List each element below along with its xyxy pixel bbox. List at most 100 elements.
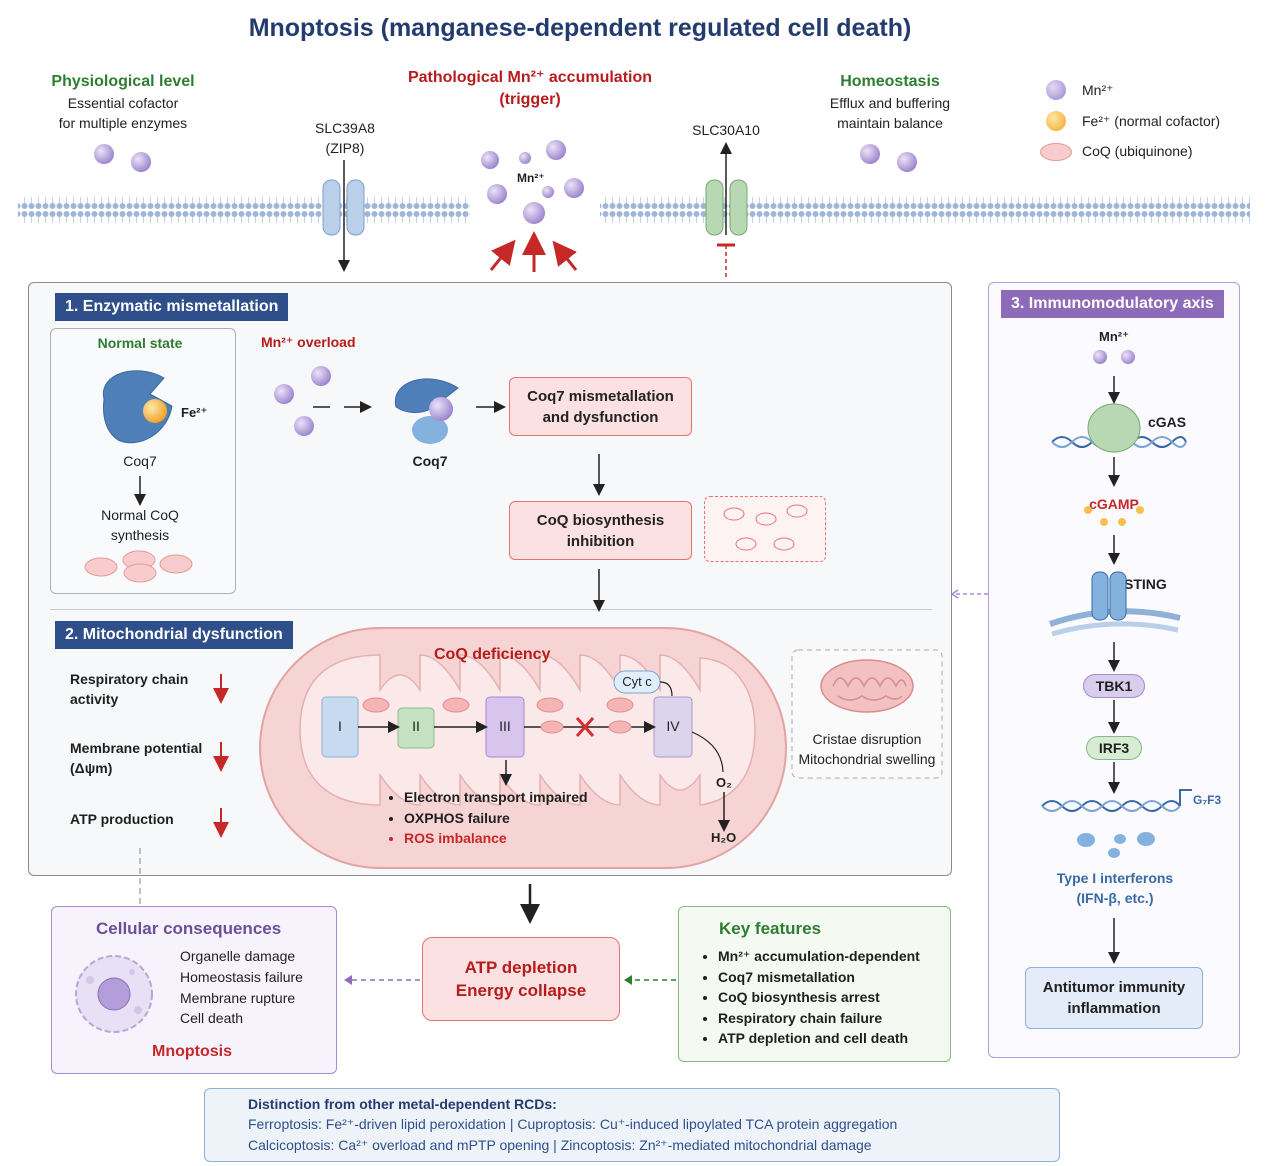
antitumor-box: Antitumor immunity inflammation (1025, 967, 1203, 1029)
panel3-title: 3. Immunomodulatory axis (1001, 290, 1224, 318)
cytc-label: Cyt c (622, 674, 652, 689)
legend-mn-swatch (1046, 80, 1066, 100)
homeostasis-line1: Efflux and buffering (829, 95, 951, 111)
cristae-line1: Cristae disruption (812, 731, 922, 747)
cgamp-label: cGAMP (1089, 496, 1139, 512)
panel3-graphics (1041, 350, 1192, 964)
key-features-list: Mn²⁺ accumulation-dependent Coq7 mismeta… (702, 946, 920, 1049)
slc39a8-alias: (ZIP8) (325, 140, 365, 156)
consequence-item-1: Organelle damage (180, 948, 296, 964)
distinction-row2: Calcicoptosis: Ca²⁺ overload and mPTP op… (248, 1137, 872, 1153)
consequence-item-4: Cell death (180, 1010, 244, 1026)
panel-divider (50, 609, 932, 610)
o2-label: O₂ (716, 775, 732, 790)
bullet-oxphos: OXPHOS failure (404, 808, 588, 829)
indicator-respiratory-line1: Respiratory chain (70, 671, 189, 687)
panel3-mn-label: Mn²⁺ (1099, 329, 1129, 344)
legend-coq-swatch (1040, 143, 1072, 161)
complex-iii-label: III (499, 718, 511, 734)
normal-enzyme-label: Coq7 (123, 453, 157, 469)
indicator-membrane-line2: (Δψm) (70, 760, 113, 776)
overload-enzyme-label: Coq7 (412, 453, 448, 469)
consequence-item-3: Membrane rupture (180, 990, 296, 1006)
feature-item-4: Respiratory chain failure (718, 1008, 920, 1029)
mitochondrion-graphic (213, 627, 943, 869)
fe-ion (143, 399, 167, 423)
atp-line1: ATP depletion (464, 958, 578, 977)
overload-heading: Mn²⁺ overload (261, 334, 356, 350)
etc-bullets: Electron transport impaired OXPHOS failu… (388, 787, 588, 849)
sting-icon (1091, 571, 1109, 621)
feature-item-3: CoQ biosynthesis arrest (718, 987, 920, 1008)
feature-item-1: Mn²⁺ accumulation-dependent (718, 946, 920, 967)
bullet-etc: Electron transport impaired (404, 787, 588, 808)
antitumor-line2: inflammation (1067, 1000, 1161, 1017)
legend-coq-label: CoQ (ubiquinone) (1082, 143, 1193, 159)
indicator-atp-line1: ATP production (70, 811, 174, 827)
panel2-title: 2. Mitochondrial dysfunction (55, 621, 293, 649)
panel1-graphics (84, 366, 808, 612)
physiological-heading: Physiological level (51, 73, 195, 90)
panel1-title: 1. Enzymatic mismetallation (55, 293, 289, 321)
key-features-box (678, 906, 951, 1062)
coq7-box-line1: Coq7 mismetallation (527, 387, 674, 405)
coq-inhibition-box: CoQ biosynthesis inhibition (509, 501, 692, 560)
cgas-label: cGAS (1148, 414, 1187, 430)
normal-state-heading: Normal state (97, 335, 183, 351)
feature-item-2: Coq7 mismetallation (718, 967, 920, 988)
cristae-line2: Mitochondrial swelling (798, 751, 936, 767)
page-title: Mnoptosis (manganese-dependent regulated… (248, 14, 912, 42)
mn-ion (94, 144, 114, 164)
arrow-left-icon-2 (624, 975, 632, 985)
pathological-heading: Pathological Mn²⁺ accumulation (407, 69, 653, 86)
physiological-line1: Essential cofactor (67, 95, 179, 111)
complex-i-label: I (338, 718, 342, 734)
mnoptosis-label: Mnoptosis (152, 1043, 232, 1060)
legend: Mn²⁺ Fe²⁺ (normal cofactor) CoQ (ubiquin… (1040, 78, 1260, 168)
tbk1-pill: TBK1 (1083, 674, 1145, 698)
normal-fe-label: Fe²⁺ (181, 405, 208, 420)
irf3-pill: IRF3 (1086, 736, 1142, 760)
homeostasis-line2: maintain balance (837, 115, 943, 131)
cell-icon (75, 955, 153, 1033)
h2o-label: H₂O (711, 830, 737, 845)
coq7-box-line2: and dysfunction (542, 408, 659, 426)
membrane-graphic (18, 140, 1250, 278)
coq7-mismetallation-box: Coq7 mismetallation and dysfunction (509, 377, 692, 436)
complex-ii-label: II (412, 718, 420, 734)
depleted-coq-box (704, 496, 826, 562)
cgas-icon (1087, 403, 1141, 453)
coq-box-line1: CoQ biosynthesis (536, 511, 665, 529)
distinction-title: Distinction from other metal-dependent R… (248, 1096, 557, 1112)
slc39a8-label: SLC39A8 (315, 120, 375, 136)
feature-item-5: ATP depletion and cell death (718, 1028, 920, 1049)
legend-mn-label: Mn²⁺ (1082, 82, 1114, 98)
normal-coq-line2: synthesis (110, 527, 170, 543)
atp-line2: Energy collapse (455, 981, 587, 1000)
arrow-left-icon (344, 975, 352, 985)
coq-box-line2: inhibition (566, 532, 635, 550)
complex-iv-label: IV (666, 718, 680, 734)
bullet-ros: ROS imbalance (404, 828, 588, 849)
gene-label: G₇F3 (1193, 793, 1222, 807)
pathological-sub: (trigger) (499, 91, 561, 108)
homeostasis-heading: Homeostasis (840, 73, 940, 90)
panel3-connector (950, 589, 988, 599)
legend-fe-label: Fe²⁺ (normal cofactor) (1082, 113, 1221, 129)
pathological-ion-label: Mn²⁺ (517, 171, 545, 185)
legend-fe-swatch (1046, 111, 1066, 131)
physiological-line2: for multiple enzymes (58, 115, 188, 131)
consequences-title: Cellular consequences (96, 919, 282, 938)
sting-label: STING (1124, 576, 1167, 592)
ifn-line1: Type I interferons (1056, 870, 1174, 886)
antitumor-line1: Antitumor immunity (1042, 979, 1186, 996)
indicator-respiratory-line2: activity (70, 691, 119, 707)
consequence-item-2: Homeostasis failure (180, 969, 303, 985)
blocked-x-icon (575, 717, 595, 737)
bottom-connectors (139, 848, 676, 981)
ifn-line2: (IFN-β, etc.) (1076, 890, 1154, 906)
slc30a10-label: SLC30A10 (692, 122, 760, 138)
key-features-title: Key features (719, 919, 822, 938)
coq-deficiency-label: CoQ deficiency (434, 646, 551, 663)
